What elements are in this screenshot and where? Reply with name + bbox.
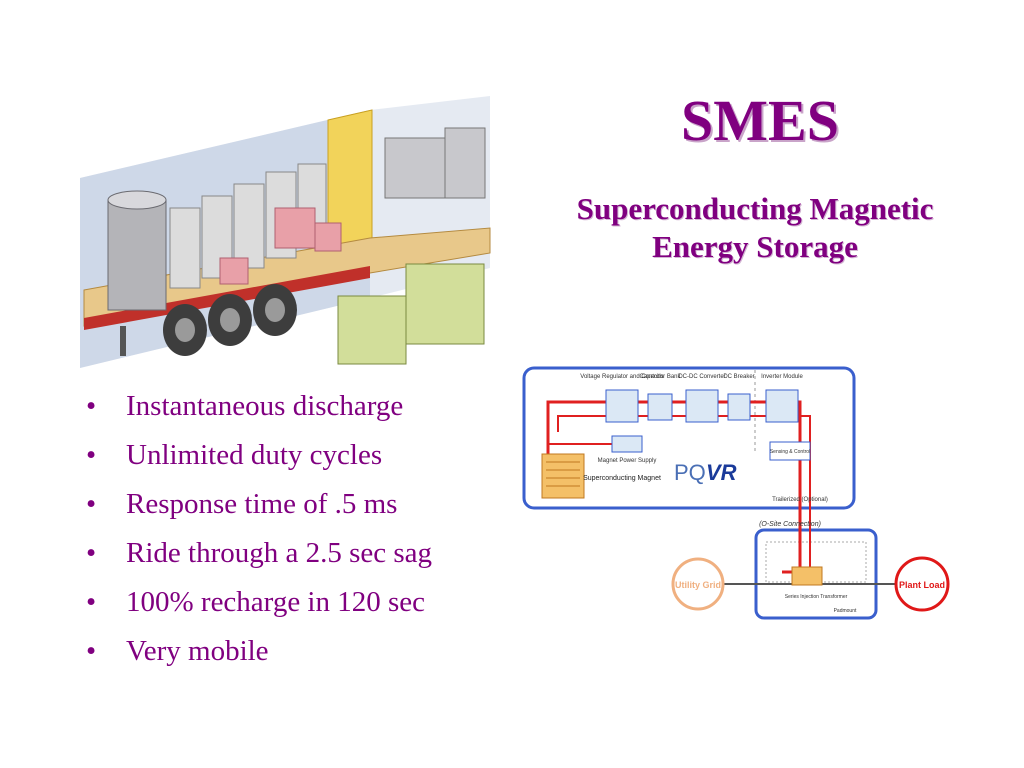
diagram-drawing: Voltage Regulator and Controls Capacitor…	[522, 366, 950, 620]
magnet-power-supply-label: Magnet Power Supply	[598, 458, 657, 464]
green-crate	[337, 295, 407, 365]
capacitor-bank-label: Capacitor Bank	[639, 374, 681, 380]
bullet-icon: •	[86, 537, 97, 569]
bullet-list: • Instantaneous discharge • Unlimited duty…	[86, 382, 506, 676]
dc-dc-converter-box	[685, 389, 719, 423]
bullet-text: Response time of .5 ms	[126, 488, 398, 520]
bullet-item: • Instantaneous discharge	[86, 382, 506, 431]
plant-load-circle	[894, 556, 950, 612]
padmount-enclosure	[754, 528, 878, 620]
trailer-enclosure	[522, 366, 856, 510]
bullet-text: Very mobile	[126, 635, 269, 667]
inverter-module-label: Inverter Module	[761, 374, 803, 380]
bullet-text: Instantaneous discharge	[126, 390, 404, 422]
cabinet	[169, 207, 201, 289]
sensing-control-box	[769, 441, 811, 461]
bullet-icon: •	[86, 390, 97, 422]
transformer	[444, 127, 486, 199]
capacitor-bank-box	[647, 393, 673, 421]
cabinet	[233, 183, 265, 269]
wire	[546, 400, 802, 574]
slide-title: SMES	[681, 88, 839, 153]
pink-crate	[219, 257, 249, 285]
bullet-text: Unlimited duty cycles	[126, 439, 383, 471]
bullet-item: • 100% recharge in 120 sec	[86, 578, 506, 627]
bullet-item: • Very mobile	[86, 627, 506, 676]
bullet-icon: •	[86, 635, 97, 667]
bullet-icon: •	[86, 586, 97, 618]
bullet-text: 100% recharge in 120 sec	[126, 586, 426, 618]
transformer	[384, 137, 446, 199]
site-connection-label: (O-Site Connection)	[759, 521, 821, 528]
landing-gear	[120, 326, 126, 356]
bullet-icon: •	[86, 439, 97, 471]
trailerized-label: Trailerized (Optional)	[772, 497, 828, 503]
pink-crate	[314, 222, 342, 252]
bullet-icon: •	[86, 488, 97, 520]
dc-breaker-box	[727, 393, 751, 421]
green-crate	[405, 263, 485, 345]
utility-grid-circle	[671, 557, 725, 611]
brand-pq: PQ	[674, 460, 706, 485]
bullet-text: Ride through a 2.5 sec sag	[126, 537, 433, 569]
bullet-item: • Ride through a 2.5 sec sag	[86, 529, 506, 578]
padmount-label: Padmount	[834, 608, 857, 614]
utility-grid-label: Utility Grid	[675, 580, 721, 590]
magnet-power-supply-box	[611, 435, 643, 453]
inverter-module-box	[765, 389, 799, 423]
dc-dc-converter-label: DC-DC Converter	[678, 374, 725, 380]
brand-vr: VR	[706, 460, 737, 485]
series-injection-label: Series Injection Transformer	[785, 594, 848, 600]
pqvr-system-diagram: Voltage Regulator and Controls Capacitor…	[520, 362, 960, 624]
trailer-drawing	[80, 96, 491, 368]
bullet-item: • Unlimited duty cycles	[86, 431, 506, 480]
pink-crate	[274, 207, 316, 249]
series-injection-transformer	[791, 566, 823, 586]
bullet-item: • Response time of .5 ms	[86, 480, 506, 529]
dc-breaker-label: DC Breaker	[723, 374, 754, 380]
superconducting-magnet-label: Superconducting Magnet	[583, 475, 661, 482]
magnet-cylinder	[107, 199, 167, 311]
voltage-regulator-label: Voltage Regulator and Controls	[580, 374, 663, 380]
plant-load-label: Plant Load	[899, 580, 945, 590]
smes-trailer-illustration	[70, 68, 495, 368]
superconducting-magnet-coil	[541, 453, 585, 499]
slide-subtitle: Superconducting Magnetic Energy Storage	[576, 191, 934, 264]
voltage-regulator-box	[605, 389, 639, 423]
sensing-control-label: Sensing & Control	[770, 449, 810, 455]
